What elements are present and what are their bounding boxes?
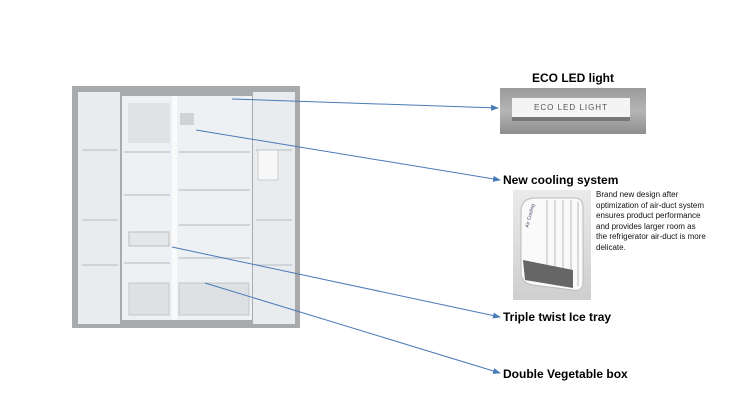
cooling-module-image: Air Cooling [513,190,591,300]
left-door [78,92,120,324]
label-double-vegetable-box: Double Vegetable box [503,367,628,381]
right-door [253,92,295,324]
cooling-system-description: Brand new design after optimization of a… [596,190,706,252]
arrow-ice-tray [171,246,501,319]
refrigerator-image [72,86,300,328]
arrow-led-light [231,98,499,111]
arrow-cooling-system [195,129,501,182]
water-dispenser [257,149,279,181]
ice-maker [180,113,194,125]
arrow-vegetable-box [204,282,501,374]
vegetable-box [178,282,250,316]
ice-tray [128,231,170,247]
label-eco-led-light: ECO LED light [532,71,614,85]
led-light-image-text: ECO LED LIGHT [512,98,630,121]
label-new-cooling-system: New cooling system [503,173,619,187]
label-triple-twist-ice-tray: Triple twist Ice tray [503,310,612,324]
led-light-image: ECO LED LIGHT [500,88,646,134]
freezer-light-panel [128,103,170,143]
